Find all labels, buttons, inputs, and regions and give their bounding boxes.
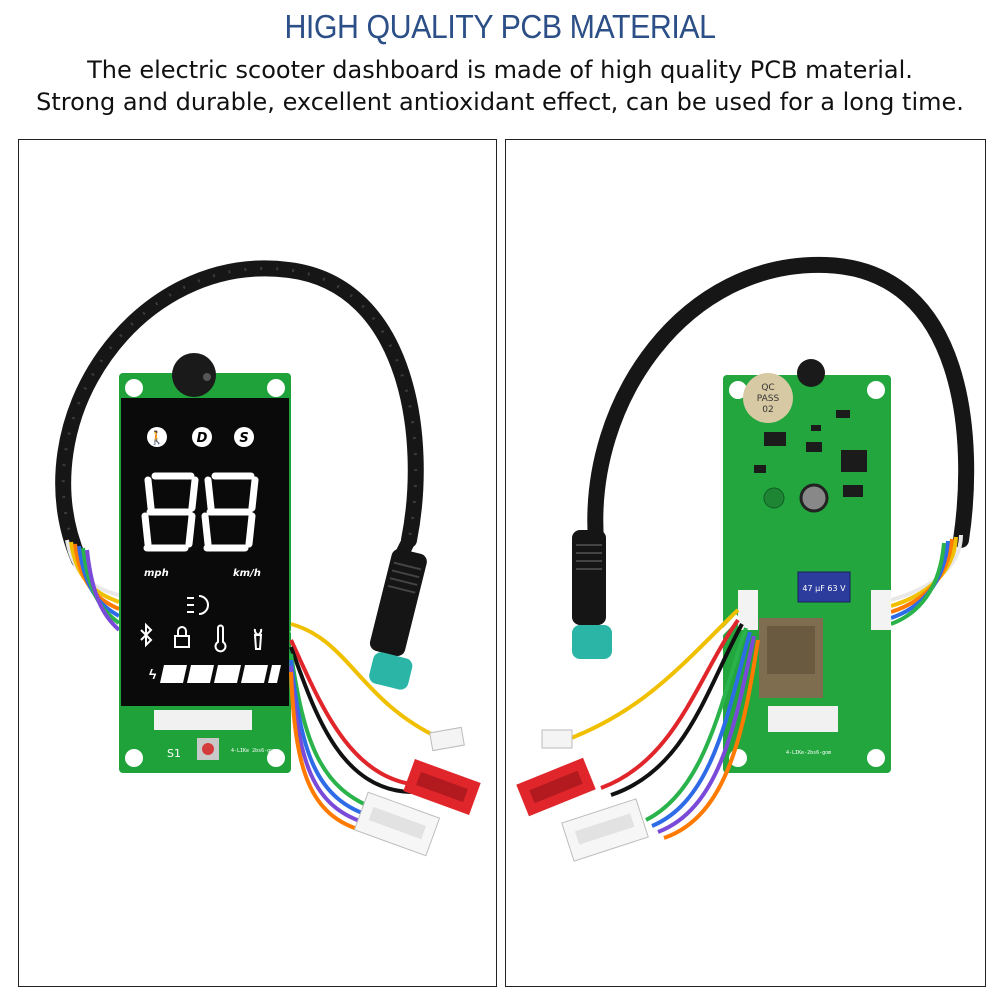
digit-segment [141, 512, 152, 548]
left-header-connector [738, 590, 758, 630]
red-connector [516, 757, 596, 817]
right-wire-bundle [289, 622, 440, 833]
headlight-icon [187, 595, 209, 615]
mount-hole [267, 749, 285, 767]
via [763, 487, 785, 509]
small-white-connector [541, 729, 573, 749]
svg-text:PASS: PASS [757, 394, 780, 404]
right-header-connector [871, 590, 891, 630]
wrench-icon [253, 628, 263, 650]
digit-segment [185, 512, 196, 548]
buzzer [172, 353, 216, 397]
main-cable [587, 256, 975, 548]
lock-icon [174, 626, 190, 648]
silkscreen-text: 4-LIKe 2bs6-gom [231, 748, 276, 754]
thermometer-icon [214, 624, 227, 653]
digit-segment [245, 512, 256, 548]
unit-kmh: km/h [233, 568, 261, 579]
svg-text:47 µF 63 V: 47 µF 63 V [802, 584, 846, 593]
digit-segment [188, 476, 199, 512]
left-wire-bundle [565, 608, 760, 840]
right-wire-bundle [890, 534, 963, 626]
ic-chips [754, 410, 867, 473]
page-title: HIGH QUALITY PCB MATERIAL [284, 8, 716, 45]
svg-text:02: 02 [762, 405, 773, 415]
white-label [768, 706, 838, 732]
description-line-2: Strong and durable, excellent antioxidan… [36, 88, 964, 116]
mount-hole [267, 379, 285, 397]
front-view-panel: 🚶 D S mph km/h ϟ [18, 139, 497, 987]
mount-hole [125, 379, 143, 397]
electrolytic-capacitor [799, 483, 829, 513]
front-board-illustration: 🚶 D S mph km/h ϟ [55, 260, 481, 857]
small-white-connector [429, 726, 465, 752]
qc-pass-sticker: QC PASS 02 [743, 373, 793, 423]
speed-digits [141, 472, 259, 552]
digit-segment [144, 476, 155, 512]
svg-text:QC: QC [761, 383, 774, 393]
silkscreen-text: 4-LIKe-2bs6-gom [786, 750, 831, 756]
digit-segment [204, 476, 215, 512]
left-wire-bundle [65, 539, 121, 632]
white-connector [561, 798, 649, 862]
waterproof-connector [369, 548, 427, 690]
drive-mode-icon: D [197, 431, 208, 446]
walk-icon: 🚶 [149, 430, 165, 445]
description-line-1: The electric scooter dashboard is made o… [87, 56, 913, 84]
white-connector [353, 791, 441, 857]
red-connector [403, 759, 481, 815]
bluetooth-icon [140, 622, 153, 648]
blue-capacitor: 47 µF 63 V [797, 571, 851, 603]
cable-print [61, 266, 418, 561]
digit-segment [201, 512, 212, 548]
mount-hole [125, 749, 143, 767]
waterproof-connector [572, 530, 612, 659]
digit-segment [248, 476, 259, 512]
buzzer [797, 359, 825, 387]
white-label [154, 710, 252, 730]
mode-icons: 🚶 D S [147, 427, 254, 447]
battery-bolt-icon: ϟ [149, 666, 157, 682]
battery-indicator: ϟ [149, 665, 281, 683]
unit-mph: mph [144, 568, 169, 579]
back-view-panel: QC PASS 02 47 µF 63 V 4-LIKe-2bs6-gom [505, 139, 986, 987]
back-board-illustration: QC PASS 02 47 µF 63 V 4-LIKe-2bs6-gom [516, 256, 975, 862]
display-screen [121, 398, 289, 706]
switch-label: S1 [167, 747, 181, 760]
sport-mode-icon: S [239, 431, 248, 446]
